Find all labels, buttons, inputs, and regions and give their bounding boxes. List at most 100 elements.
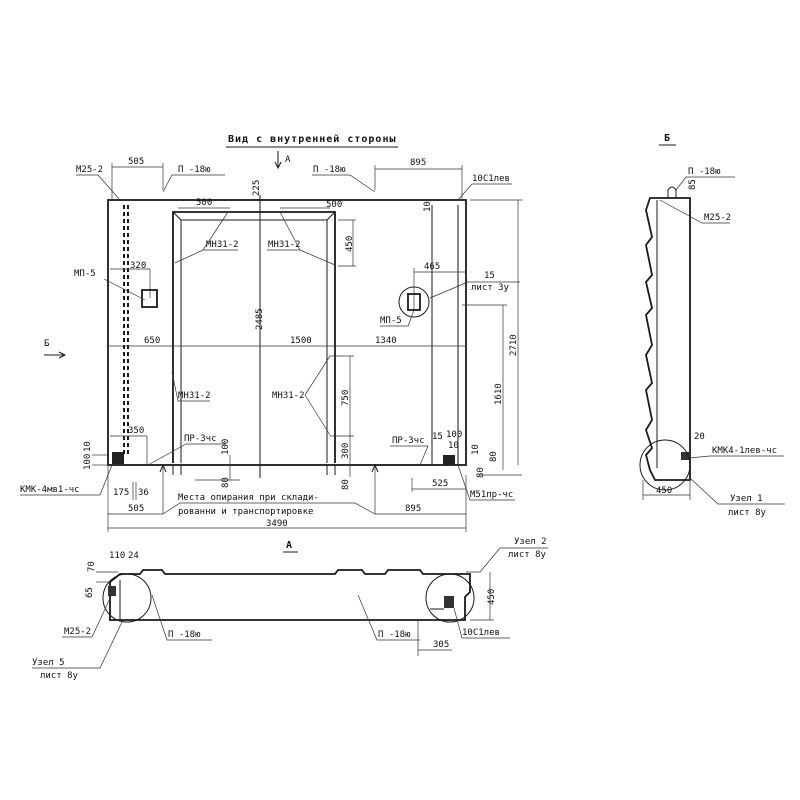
dim-80: 80 [221,477,231,488]
lifting-loop [667,186,677,198]
dim-450: 450 [487,589,497,605]
dim-3490: 3490 [266,519,288,529]
label-node-1: Узел 1 [730,494,763,504]
dim-300: 300 [341,443,351,459]
label-node-1-sheet: лист 8у [728,508,767,518]
view-b: Б П -18ю 85 М25-2 20 КМК4-1лев-чс 450 Уз… [639,133,785,518]
label-p18-left: П -18ю [178,165,211,175]
label-mp5-left: МП-5 [74,269,96,279]
section-arrow-a: А [274,151,291,170]
door-opening [172,211,336,475]
dim-10-left: 10 [83,441,93,452]
label-mn31-2: МН31-2 [206,240,239,250]
label-mn31-2: МН31-2 [272,391,305,401]
dim-305: 305 [433,640,449,650]
section-arrow-b: Б [44,339,67,359]
label-node-2-sheet: лист 8у [508,550,547,560]
arrow-b-label: Б [44,339,49,349]
support-note-line2: рованни и транспортировке [178,507,313,517]
arrow-a-label: А [285,155,291,165]
label-10c1-lev: 10С1лев [472,174,510,184]
view-a-panel [109,569,471,621]
dim-175: 175 [113,488,129,498]
dim-225: 225 [252,180,262,196]
label-node-5-sheet: лист 8у [40,671,79,681]
node-1-circle [639,439,691,491]
dim-80: 80 [476,467,486,478]
label-mn31-2: МН31-2 [268,240,301,250]
dim-10-top: 10 [423,201,433,212]
dim-24: 24 [128,551,139,561]
label-pr3-right: ПР-3чс [392,436,425,446]
dim-20: 20 [694,432,705,442]
label-m51: М51пр-чс [470,490,513,500]
label-mp5-right: МП-5 [380,316,402,326]
dim-450: 450 [656,486,672,496]
dim-500-left: 500 [196,198,212,208]
dim-10: 10 [471,444,481,455]
dim-320: 320 [130,261,146,271]
dim-1500: 1500 [290,336,312,346]
plate-m25-2 [108,586,116,596]
dim-350: 350 [128,426,144,436]
anchor-kmk4 [681,452,689,460]
dim-525: 525 [432,479,448,489]
label-mn31-2: МН31-2 [178,391,211,401]
label-p18: П -18ю [688,167,721,177]
view-b-title: Б [664,133,670,144]
label-p18-left: П -18ю [168,630,201,640]
dim-36: 36 [138,488,149,498]
dim-10-right: 10 [448,441,459,451]
view-b-profile [645,197,691,481]
view-a: А 110 24 70 65 Узел 2 лист 8у 450 М25-2 … [32,537,548,681]
view-a-title: А [286,540,292,551]
label-m25-2: М25-2 [76,165,103,175]
dim-2485: 2485 [255,308,265,330]
dim-750: 750 [341,390,351,406]
dim-80: 80 [489,451,499,462]
dim-2710: 2710 [509,334,519,356]
label-10c1-lev: 10С1лев [462,628,500,638]
dim-1340: 1340 [375,336,397,346]
dim-895: 895 [410,158,426,168]
label-m25-2: М25-2 [64,627,91,637]
dim-505: 505 [128,157,144,167]
dim-15: 15 [432,432,443,442]
node-2-circle [425,573,475,623]
label-node-15: 15 [484,271,495,281]
dim-100: 100 [221,439,231,455]
label-sheet-3y: лист 3у [471,283,510,293]
dim-450: 450 [345,236,355,252]
main-view: Вид с внутренней стороны А Б 505 [20,133,522,532]
dim-895-bottom: 895 [405,504,421,514]
dim-650: 650 [144,336,160,346]
dim-80: 80 [341,479,351,490]
node-5-circle [102,573,152,623]
dim-100-right: 100 [446,430,462,440]
dim-110: 110 [109,551,125,561]
label-node-2: Узел 2 [514,537,547,547]
dim-65: 65 [85,587,95,598]
dim-505-bottom: 505 [128,504,144,514]
anchor-kmk-left [112,452,124,464]
plate-10c1 [444,596,454,608]
dim-70: 70 [87,561,97,572]
label-m25-2: М25-2 [704,213,731,223]
dim-500-right: 500 [326,200,342,210]
dim-85: 85 [688,179,698,190]
main-view-title: Вид с внутренней стороны [228,133,397,145]
dim-465: 465 [424,262,440,272]
anchor-m51 [443,455,455,465]
wall-panel-outline [107,199,467,466]
label-pr3-left: ПР-3чс [184,434,217,444]
label-node-5: Узел 5 [32,658,65,668]
dim-100-left: 100 [83,454,93,470]
label-p18-right: П -18ю [313,165,346,175]
label-kmk-4: КМК-4мв1-чс [20,485,80,495]
embedded-plate-mp5-left [141,289,158,308]
label-p18-right: П -18ю [378,630,411,640]
dim-1610: 1610 [494,383,504,405]
label-kmk4: КМК4-1лев-чс [712,446,777,456]
